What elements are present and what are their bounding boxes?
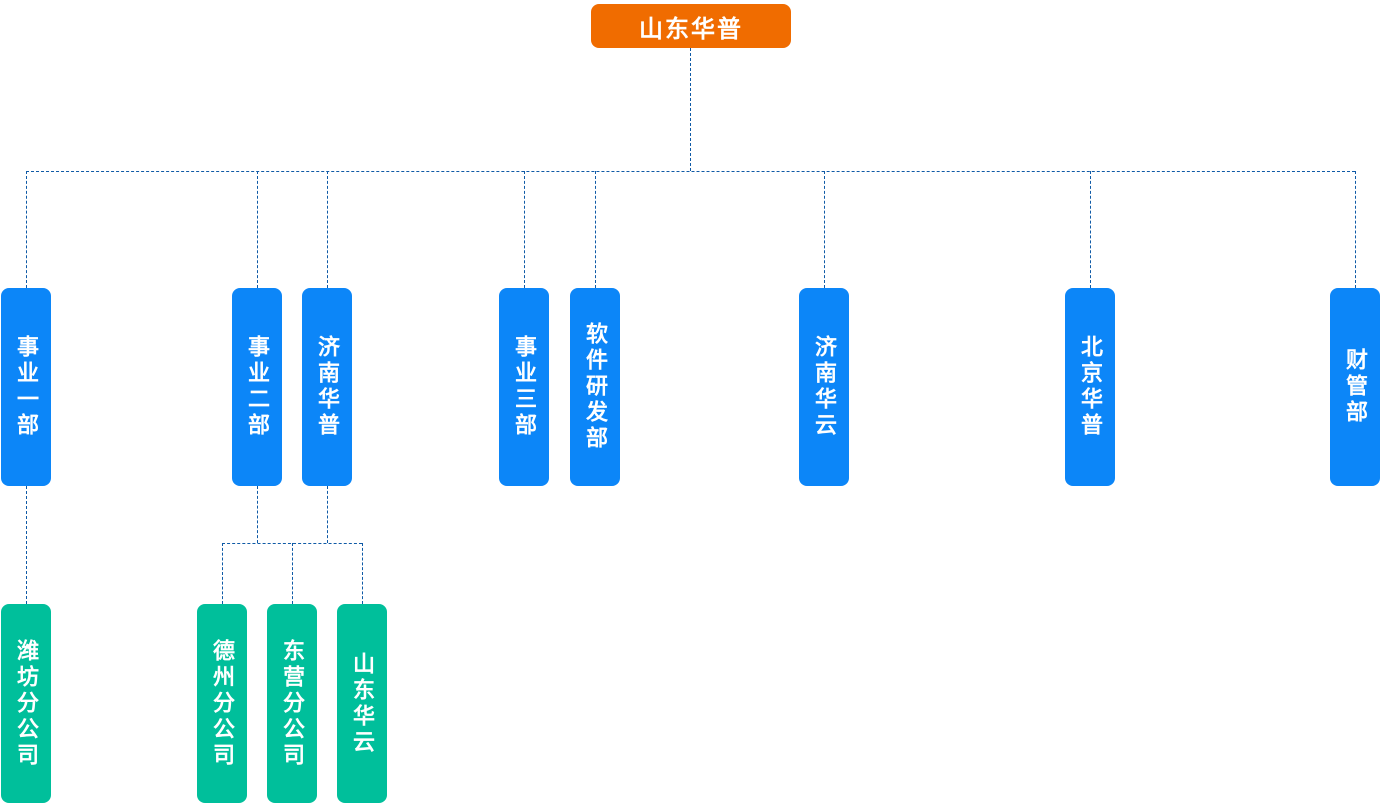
org-node-root[interactable]: 山东华普 <box>591 4 791 48</box>
connector-root-drop <box>690 48 691 171</box>
connector-drop-software-rd-dept <box>595 171 596 288</box>
org-node-beijing-huapu[interactable]: 北京华普 <box>1065 288 1115 486</box>
org-node-weifang-branch[interactable]: 潍坊分公司 <box>1 604 51 803</box>
org-node-business-dept-2[interactable]: 事业二部 <box>232 288 282 486</box>
connector-drop-business-dept-1 <box>26 171 27 288</box>
connector-business-dept-2-down <box>257 486 258 543</box>
org-node-shandong-huayun[interactable]: 山东华云 <box>337 604 387 803</box>
connector-drop-shandong-huayun <box>362 543 363 604</box>
org-node-business-dept-3[interactable]: 事业三部 <box>499 288 549 486</box>
connector-drop-jinan-huapu <box>327 171 328 288</box>
org-node-jinan-huayun[interactable]: 济南华云 <box>799 288 849 486</box>
org-node-finance-dept[interactable]: 财管部 <box>1330 288 1380 486</box>
connector-drop-dezhou-branch <box>222 543 223 604</box>
connector-business-dept-1-to-weifang <box>26 486 27 604</box>
org-node-dezhou-branch[interactable]: 德州分公司 <box>197 604 247 803</box>
connector-level2-trunk <box>26 171 1355 172</box>
connector-drop-dongying-branch <box>292 543 293 604</box>
connector-drop-finance-dept <box>1355 171 1356 288</box>
connector-drop-business-dept-3 <box>524 171 525 288</box>
org-node-dongying-branch[interactable]: 东营分公司 <box>267 604 317 803</box>
connector-drop-jinan-huayun <box>824 171 825 288</box>
org-node-jinan-huapu[interactable]: 济南华普 <box>302 288 352 486</box>
connector-jinan-huapu-down <box>327 486 328 543</box>
org-node-business-dept-1[interactable]: 事业一部 <box>1 288 51 486</box>
connector-drop-business-dept-2 <box>257 171 258 288</box>
org-node-software-rd-dept[interactable]: 软件研发部 <box>570 288 620 486</box>
connector-drop-beijing-huapu <box>1090 171 1091 288</box>
